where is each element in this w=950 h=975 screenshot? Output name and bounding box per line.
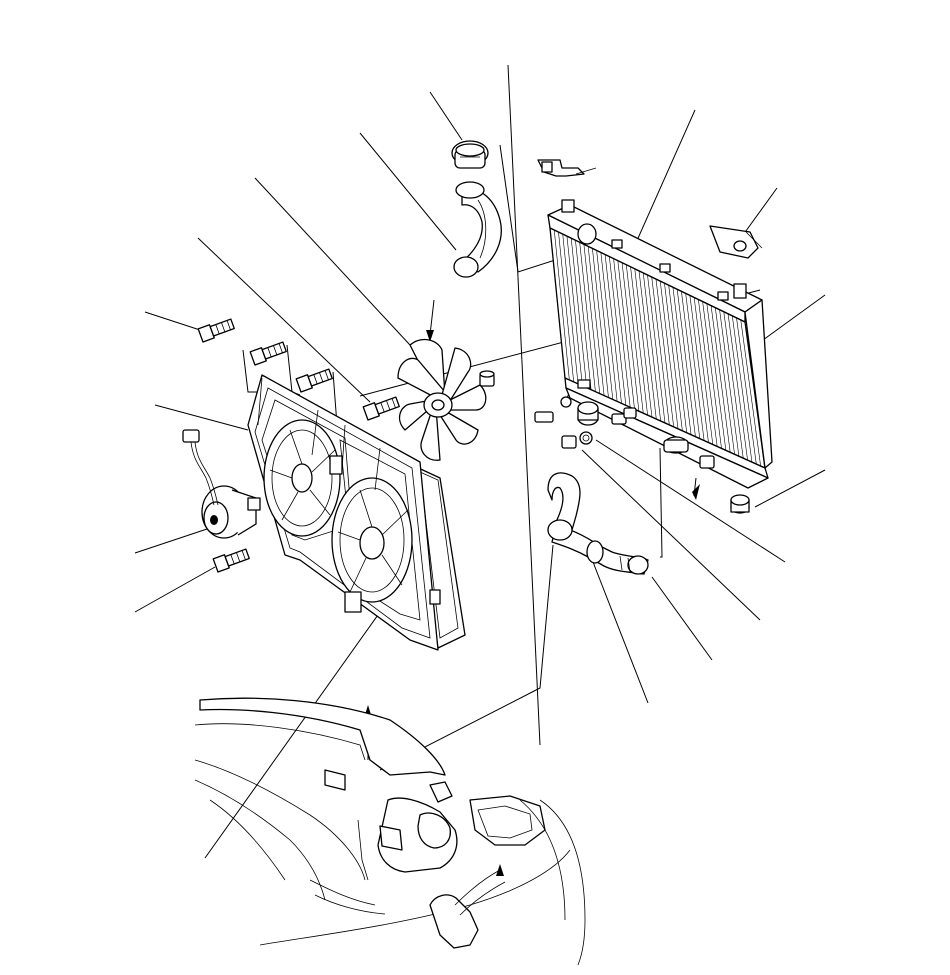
fan-motor-connector [182,429,219,506]
fan-motor [201,485,261,539]
radiator-fin [727,313,748,461]
radiator [547,199,773,489]
radiator-fin [719,309,740,457]
radiator-fin [566,236,583,386]
radiator-fin [723,311,744,459]
radiator-fin [698,299,718,447]
lower-radiator-hose [547,472,649,575]
radiator-cap [451,140,489,169]
radiator-fin [587,246,605,396]
radiator-fin [710,305,731,453]
radiator-fin [702,301,722,449]
engine-bay-front-body [194,697,586,966]
radiator-mount-bracket [537,159,763,259]
radiator-fin [659,281,679,429]
radiator-fin [600,252,618,402]
radiator-fin [553,230,570,380]
radiator-fin [651,277,670,425]
hose-clamp [560,396,593,445]
radiator-fin [664,283,683,431]
radiator-fin [579,242,596,392]
radiator-fin [715,307,735,455]
radiator-fin [626,264,644,414]
radiator-fin [693,297,714,445]
radiator-fin [736,317,757,465]
radiator-fin [685,293,705,441]
radiator-fin [647,274,666,424]
radiator-fin [621,262,640,412]
radiator-fin [634,268,653,418]
radiator-fin [706,303,727,451]
radiator-fin [668,285,688,433]
radiator-fin [575,240,592,390]
drain-plug [534,407,715,469]
flange-bolt [197,318,495,573]
fan-blade [397,338,487,461]
radiator-fin [562,234,579,384]
fan-switch [663,436,689,454]
radiator-fin [689,295,709,443]
radiator-fin [558,232,574,382]
upper-radiator-hose [453,181,502,278]
radiator-fin [570,238,588,388]
radiator-fin [596,250,614,400]
radiator-fin [583,244,601,394]
radiator-fin [681,291,701,439]
radiator-fin [740,319,761,467]
lower-cushion [577,401,599,426]
fan-shroud [247,374,466,651]
radiator-fin [642,272,661,422]
upper-cushion [730,494,750,514]
radiator-fin [613,258,631,408]
radiator-fin [676,289,696,437]
radiator-fin [638,270,657,420]
radiator-fin [630,266,648,416]
radiator-fin [672,287,692,435]
radiator-fin [617,260,635,410]
radiator-fin [655,279,674,427]
radiator-fin [604,254,622,404]
radiator-fin [592,248,609,398]
radiator-fin [609,256,627,406]
radiator-fin [731,315,753,463]
